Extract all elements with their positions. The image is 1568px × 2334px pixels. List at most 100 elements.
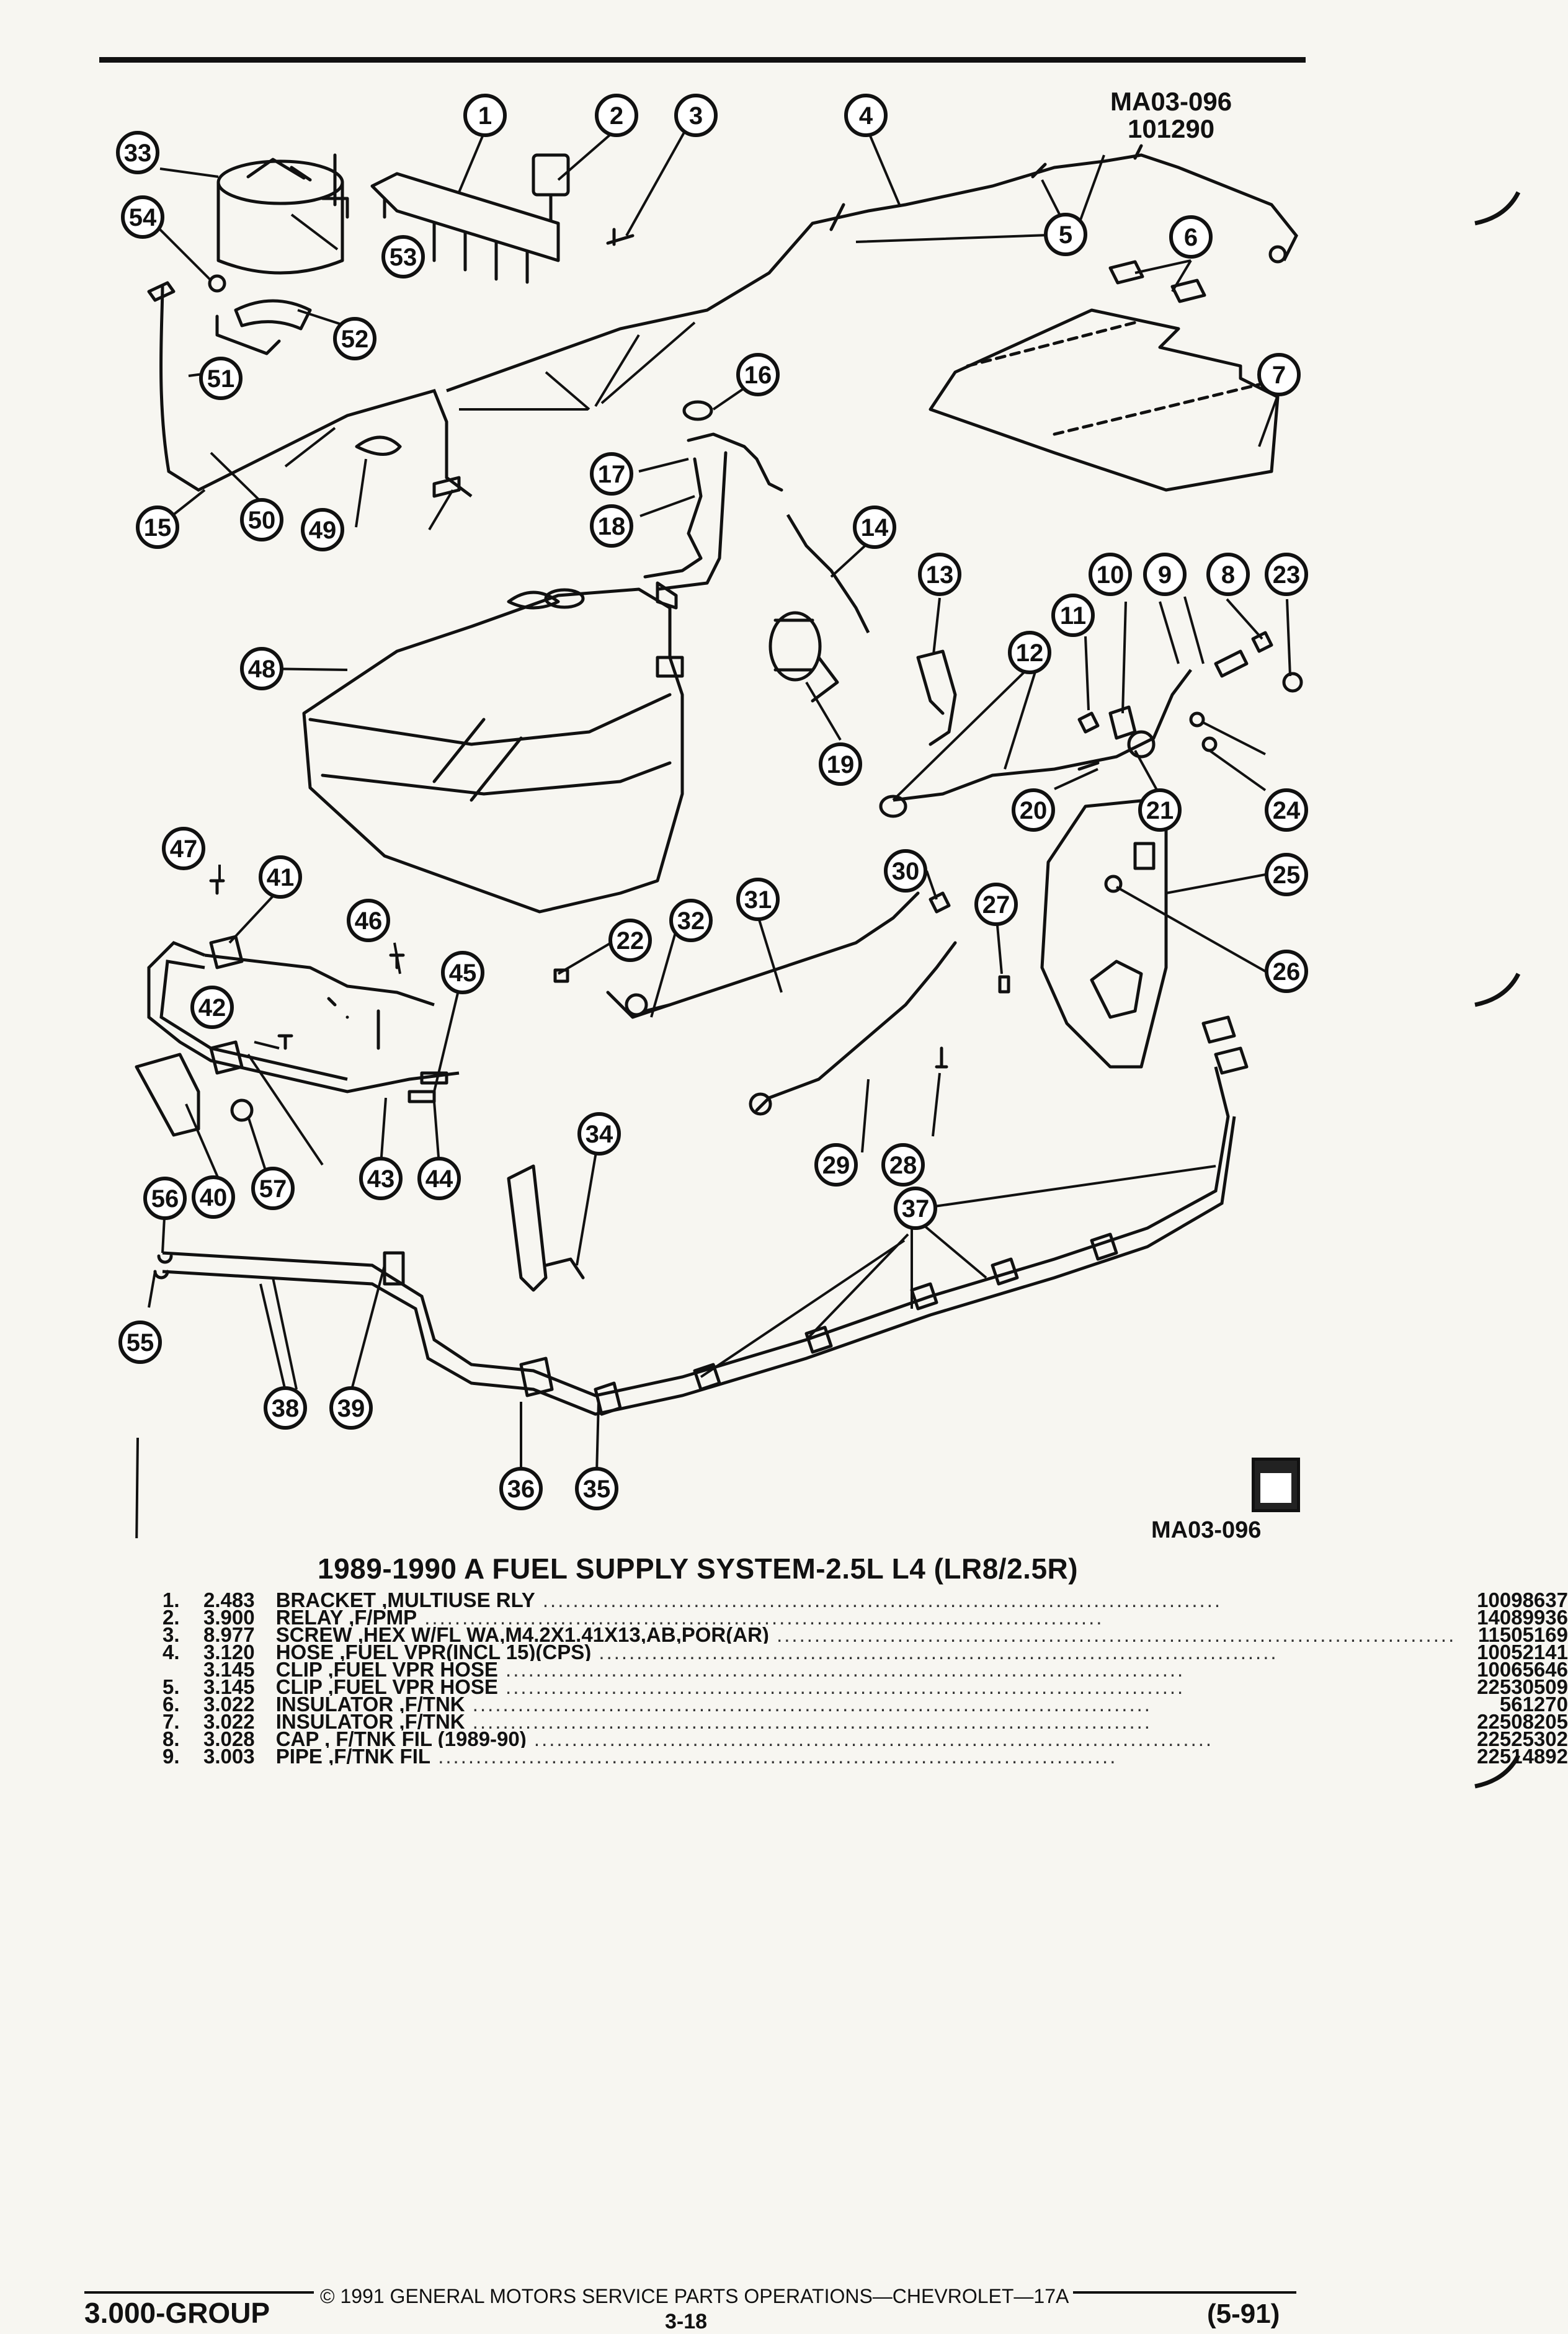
callout-number: 39 [337, 1395, 365, 1422]
footer-group: 3.000-GROUP [84, 2297, 270, 2329]
callout-45: 45 [441, 951, 484, 994]
callout-number: 57 [259, 1175, 287, 1203]
item-number-text: 5. [163, 1675, 180, 1698]
item-number-text: 6. [163, 1693, 180, 1716]
item-number-text: 3. [163, 1623, 180, 1646]
callout-52: 52 [333, 317, 376, 360]
tank-straps [553, 891, 957, 1116]
item-description: INSULATOR ,F/TNK .......................… [276, 1696, 1456, 1713]
footer-rule-left [84, 2291, 314, 2294]
group-code: 3.120 [203, 1642, 276, 1662]
page-tab-mark [1474, 191, 1521, 226]
callout-number: 18 [598, 513, 626, 540]
callout-19: 19 [819, 742, 862, 786]
leader-dots: ........................................… [768, 1626, 1456, 1644]
footer-page-number: 3-18 [665, 2310, 708, 2333]
callout-number: 7 [1272, 362, 1286, 389]
callout-number: 48 [248, 656, 276, 683]
callout-18: 18 [590, 504, 633, 548]
line-bracket [507, 1164, 585, 1292]
leader-dots: ........................................… [465, 1696, 1152, 1713]
front-fuel-lines [135, 879, 460, 1137]
callout-54: 54 [121, 195, 164, 239]
callout-number: 6 [1184, 224, 1198, 251]
part-number-text: 22514892 [1477, 1745, 1568, 1768]
parts-list-table: 1.2.483 BRACKET ,MULTIUSE RLY ...........… [163, 1590, 1568, 1768]
item-description-text: CAP , F/TNK FIL (1989-90) [275, 1730, 527, 1748]
item-description: BRACKET ,MULTIUSE RLY ..................… [276, 1592, 1456, 1609]
exploded-parts-diagram: 1234567891011121314151617181920212223242… [116, 94, 1308, 1538]
callout-6: 6 [1169, 215, 1213, 259]
callout-50: 50 [240, 498, 283, 541]
callout-number: 54 [129, 204, 157, 231]
callout-20: 20 [1012, 788, 1055, 832]
item-description-text: CLIP ,FUEL VPR HOSE [275, 1678, 498, 1696]
leader-dots: ........................................… [526, 1730, 1214, 1748]
callout-26: 26 [1265, 950, 1308, 993]
part-number: 22530509 [1456, 1677, 1568, 1697]
callout-number: 38 [272, 1395, 300, 1422]
callout-number: 53 [390, 244, 417, 271]
callout-number: 8 [1221, 561, 1235, 589]
callout-number: 52 [341, 326, 369, 353]
callout-number: 13 [926, 561, 954, 589]
callout-5: 5 [1044, 213, 1087, 256]
page-tab-mark [1474, 1754, 1521, 1789]
item-description-text: HOSE ,FUEL VPR(INCL 15)(CPS) [275, 1644, 592, 1661]
group-code: 3.022 [203, 1693, 276, 1716]
callout-38: 38 [264, 1386, 307, 1430]
callout-number: 10 [1097, 561, 1125, 589]
group-code: 3.003 [203, 1745, 276, 1768]
callout-41: 41 [259, 855, 302, 899]
part-number-text: 14089936 [1477, 1606, 1568, 1629]
callout-37: 37 [894, 1187, 937, 1230]
footer-copyright: © 1991 GENERAL MOTORS SERVICE PARTS OPER… [320, 2285, 1069, 2307]
group-code-text: 3.145 [203, 1658, 255, 1681]
group-code: 3.900 [203, 1607, 276, 1628]
callout-34: 34 [577, 1112, 621, 1156]
parts-row: 9. 3.003 PIPE ,F/TNK FIL .................… [163, 1745, 1568, 1768]
callout-35: 35 [575, 1467, 618, 1510]
callout-number: 11 [1060, 602, 1086, 630]
callout-32: 32 [669, 899, 713, 942]
figure-code-text: MA03-096 [1110, 87, 1232, 116]
group-code-text: 3.003 [203, 1745, 255, 1768]
callout-number: 31 [744, 886, 772, 914]
callout-31: 31 [736, 878, 780, 921]
callout-number: 46 [355, 907, 383, 935]
item-description-text: BRACKET ,MULTIUSE RLY [275, 1592, 535, 1609]
callout-17: 17 [590, 452, 633, 496]
fill-pipe-shield [998, 798, 1168, 1069]
callout-number: 5 [1059, 221, 1072, 249]
callout-3: 3 [674, 94, 718, 137]
group-code-text: 3.022 [203, 1693, 255, 1716]
callout-47: 47 [162, 827, 205, 870]
item-number-text: 9. [163, 1745, 180, 1768]
item-description: PIPE ,F/TNK FIL ........................… [276, 1748, 1456, 1765]
leader-dots: ........................................… [465, 1713, 1152, 1730]
callout-number: 17 [598, 461, 626, 488]
callout-number: 37 [902, 1195, 930, 1223]
item-number-text: 4. [163, 1641, 180, 1664]
item-number-text: 8. [163, 1727, 180, 1750]
item-description-text: INSULATOR ,F/TNK [275, 1713, 465, 1730]
callout-55: 55 [118, 1321, 162, 1364]
group-code: 8.977 [203, 1624, 276, 1645]
gm-spo-logo [1252, 1458, 1300, 1512]
callout-25: 25 [1265, 853, 1308, 896]
item-description-text: INSULATOR ,F/TNK [275, 1696, 465, 1713]
group-code-text: 2.483 [203, 1588, 255, 1611]
callout-8: 8 [1206, 553, 1250, 596]
item-number: 1. [163, 1590, 203, 1610]
callout-number: 43 [367, 1165, 395, 1193]
callout-number: 33 [124, 140, 152, 167]
callout-33: 33 [116, 131, 159, 174]
callout-57: 57 [251, 1167, 295, 1210]
group-code: 2.483 [203, 1590, 276, 1610]
part-number-text: 22508205 [1477, 1710, 1568, 1733]
